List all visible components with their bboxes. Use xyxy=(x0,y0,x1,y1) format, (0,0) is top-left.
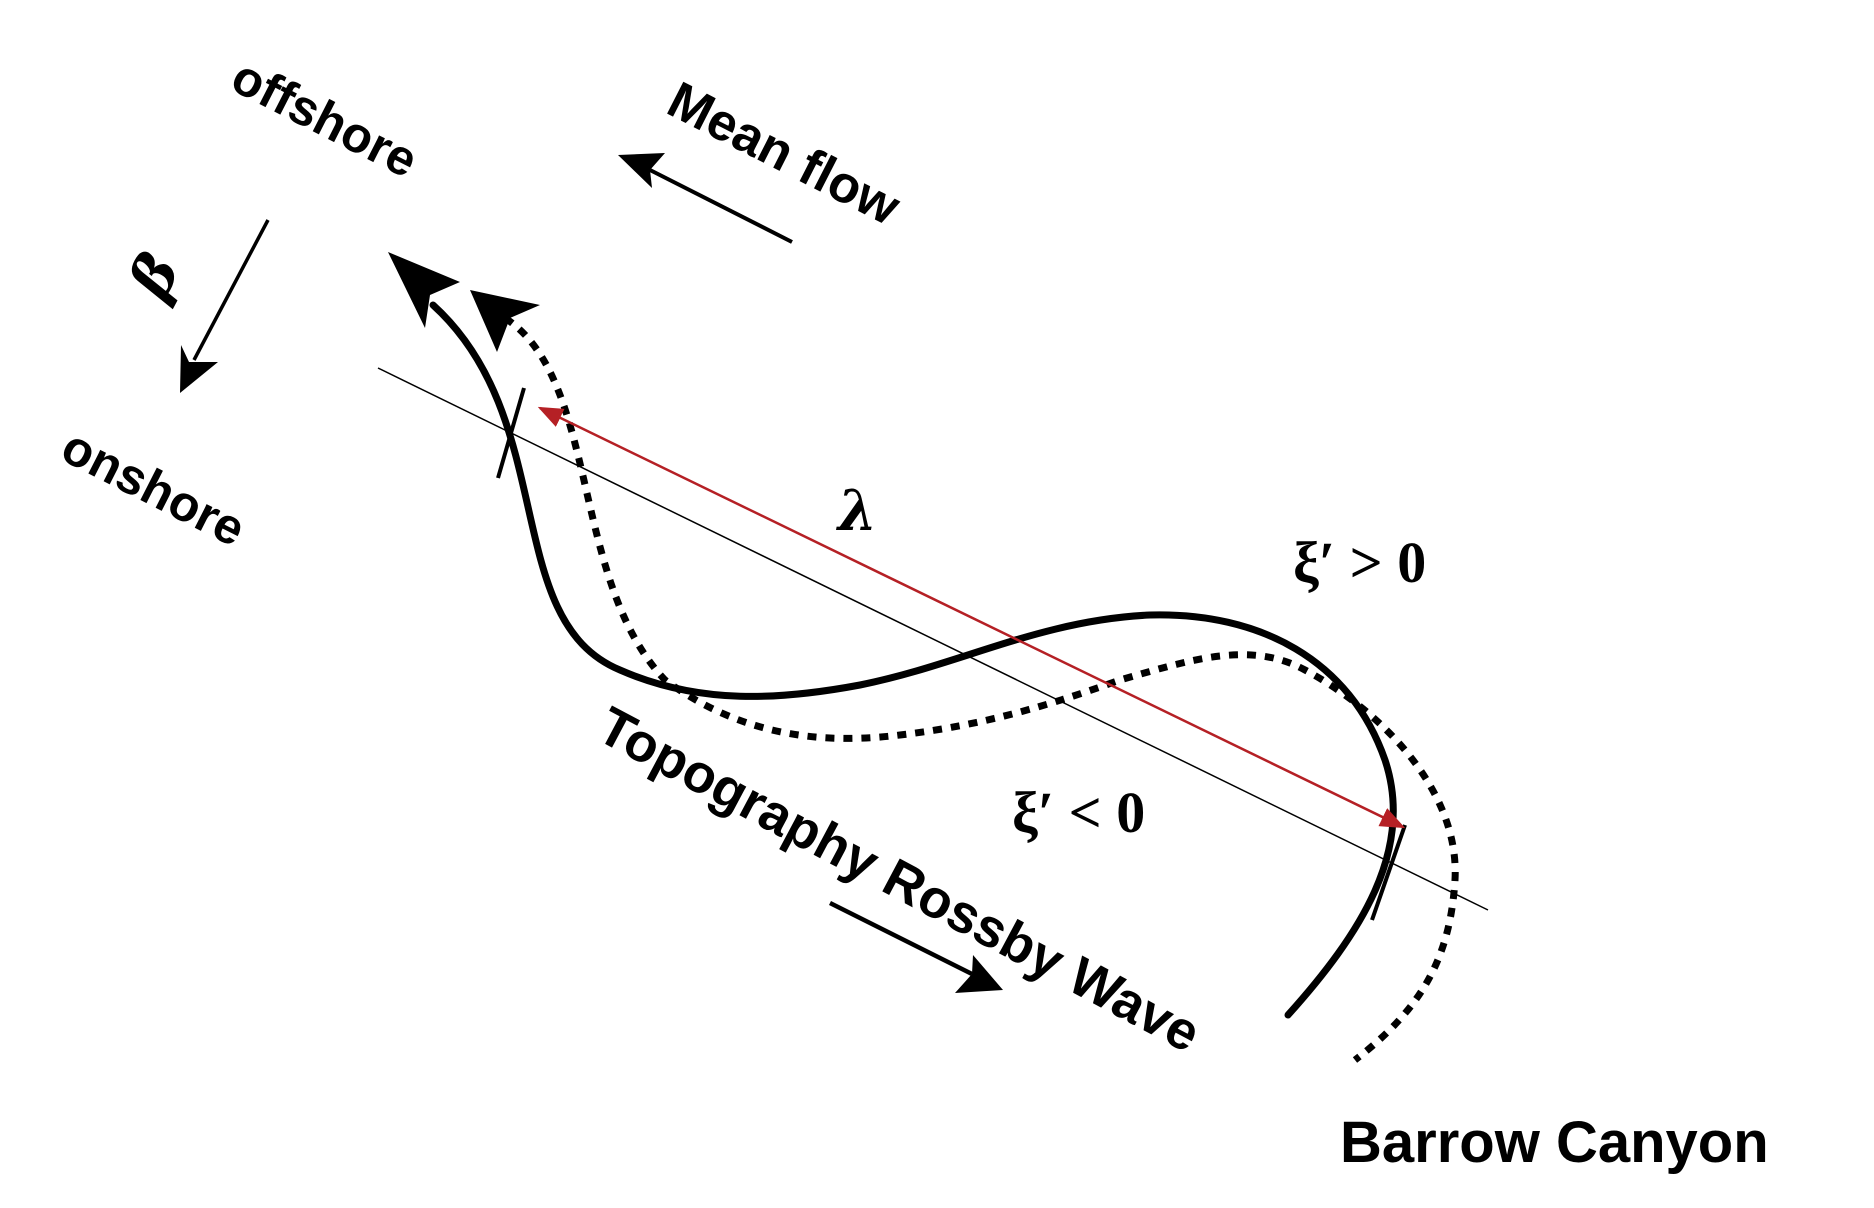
wave-propagation-arrow-head xyxy=(955,955,1003,993)
lambda-label: λ xyxy=(836,478,877,544)
mean-flow-arrow-shaft xyxy=(649,168,793,244)
barrow-canyon-label: Barrow Canyon xyxy=(1340,1110,1769,1175)
mean-flow-label: Mean flow xyxy=(659,71,910,237)
beta-arrow-shaft xyxy=(192,219,270,361)
wavelength-arrow xyxy=(537,406,1406,829)
onshore-label: onshore xyxy=(53,418,254,557)
topography-rossby-wave-label: Topography Rossby Wave xyxy=(588,696,1210,1065)
wave-propagation-arrow-shaft xyxy=(828,900,974,977)
beta-label: β xyxy=(114,243,193,311)
solid-curve-arrowhead xyxy=(388,252,460,328)
xi-positive-label: ξ′ > 0 xyxy=(1293,530,1426,595)
xi-negative-label: ξ′ < 0 xyxy=(1012,780,1145,845)
beta-arrow-head xyxy=(180,345,218,393)
dotted-curve-arrowhead xyxy=(470,290,540,352)
wavelength-start-tick xyxy=(496,387,526,479)
mean-flow-arrow-head xyxy=(618,153,665,188)
offshore-label: offshore xyxy=(223,48,427,189)
topography-axis-line xyxy=(377,367,1489,911)
wavelength-end-tick xyxy=(1370,824,1407,921)
